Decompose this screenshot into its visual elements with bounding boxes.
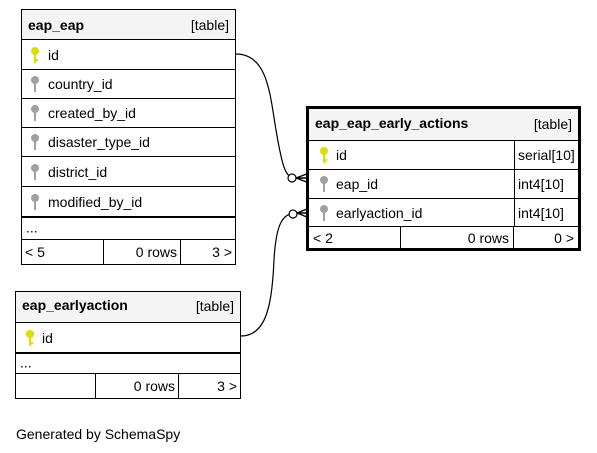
table-eap-earlyaction[interactable]: eap_earlyaction [table] id ... 0 rows 3 … (15, 291, 241, 399)
parents-count-label: < 2 (313, 229, 333, 246)
foreign-key-icon (31, 163, 39, 180)
row-count: 0 rows (96, 374, 179, 398)
column-row-country-id[interactable]: country_id (22, 69, 235, 98)
parents-count[interactable]: < 2 (309, 227, 401, 248)
column-row-disaster-type-id[interactable]: disaster_type_id (22, 127, 235, 156)
foreign-key-icon (31, 105, 39, 121)
column-name: country_id (48, 76, 113, 92)
foreign-key-icon (320, 205, 328, 221)
parents-count[interactable]: < 5 (22, 240, 104, 264)
column-row-modified-by-id[interactable]: modified_by_id (22, 186, 235, 216)
children-count[interactable]: 3 > (181, 240, 235, 264)
primary-key-icon (31, 46, 39, 63)
row-count-label: 0 rows (135, 244, 177, 260)
children-count-label: 3 > (212, 244, 232, 260)
foreign-key-icon (31, 134, 39, 150)
edge-eap-eap-optional-marker (287, 173, 297, 183)
column-row-id[interactable]: id (22, 39, 235, 69)
column-row-earlyaction-id[interactable]: earlyaction_id int4[10] (309, 198, 578, 227)
column-name: id (48, 46, 59, 63)
row-count: 0 rows (104, 240, 181, 264)
row-count-label: 0 rows (467, 229, 509, 246)
column-name: modified_by_id (48, 193, 143, 210)
children-count-label: 3 > (217, 378, 237, 394)
more-columns-row: ... (22, 216, 235, 240)
table-eap-eap-early-actions[interactable]: eap_eap_early_actions [table] id serial[… (306, 106, 581, 251)
more-columns-ellipsis: ... (26, 219, 38, 236)
column-row-id[interactable]: id (16, 322, 240, 352)
row-count-label: 0 rows (133, 378, 175, 394)
table-name: eap_eap_early_actions (315, 115, 469, 131)
primary-key-icon (26, 329, 34, 346)
children-count[interactable]: 0 > (514, 227, 578, 248)
more-columns-ellipsis: ... (20, 354, 32, 371)
parents-count-label: < 5 (25, 244, 45, 260)
table-type: [table] (190, 17, 229, 33)
edge-earlyaction-optional-marker (288, 209, 298, 219)
table-header: eap_earlyaction [table] (16, 292, 240, 322)
table-type: [table] (195, 298, 234, 314)
table-footer: < 5 0 rows 3 > (22, 239, 235, 264)
primary-key-icon (320, 147, 328, 163)
table-name: eap_eap (28, 17, 85, 33)
edge-earlyaction (240, 212, 297, 337)
row-count: 0 rows (401, 227, 514, 248)
column-name: created_by_id (48, 105, 136, 121)
table-header: eap_eap_early_actions [table] (309, 109, 578, 140)
column-name: district_id (48, 163, 108, 180)
column-type: int4[10] (514, 170, 564, 198)
table-name: eap_earlyaction (22, 297, 128, 313)
column-type: int4[10] (514, 199, 564, 227)
column-name: eap_id (336, 176, 379, 192)
foreign-key-icon (320, 176, 328, 192)
more-columns-row: ... (16, 352, 240, 374)
column-row-district-id[interactable]: district_id (22, 156, 235, 186)
children-count[interactable]: 3 > (179, 374, 240, 398)
table-header: eap_eap [table] (22, 10, 235, 40)
column-row-eap-id[interactable]: eap_id int4[10] (309, 169, 578, 198)
column-name: id (336, 147, 347, 163)
edge-eap-eap (235, 53, 296, 179)
column-name: id (42, 329, 53, 346)
children-count-label: 0 > (554, 229, 574, 246)
table-footer: 0 rows 3 > (16, 373, 240, 398)
column-row-created-by-id[interactable]: created_by_id (22, 98, 235, 127)
column-name: disaster_type_id (48, 134, 150, 150)
foreign-key-icon (31, 76, 39, 92)
table-footer: < 2 0 rows 0 > (309, 226, 578, 248)
column-name: earlyaction_id (336, 205, 423, 221)
parents-count[interactable] (16, 374, 96, 398)
column-type: serial[10] (514, 141, 575, 169)
foreign-key-icon (31, 193, 39, 210)
table-eap-eap[interactable]: eap_eap [table] id country_id created_by… (21, 9, 236, 265)
table-type: [table] (533, 116, 572, 132)
generated-by-text: Generated by SchemaSpy (16, 426, 181, 442)
column-row-id[interactable]: id serial[10] (309, 140, 578, 169)
